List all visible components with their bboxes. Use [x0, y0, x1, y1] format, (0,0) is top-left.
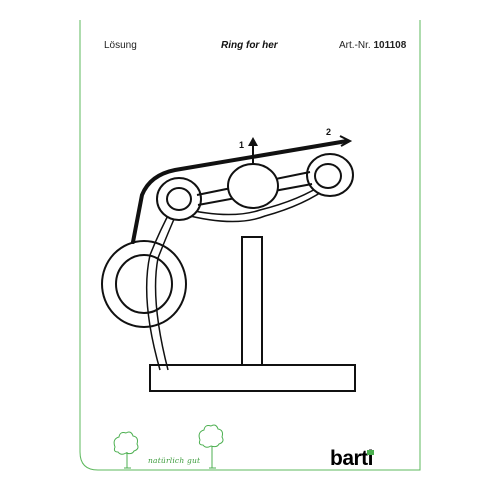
slogan: natürlich gut — [148, 456, 201, 465]
arrow-label-1: 1 — [239, 140, 244, 150]
string-right-inner — [181, 185, 331, 223]
arrow-1-icon — [248, 137, 258, 146]
string-left-outer — [145, 207, 173, 371]
article-prefix: Art.-Nr. — [339, 40, 371, 51]
tree-left-icon — [113, 431, 139, 469]
large-ring-outer — [101, 240, 187, 328]
string-right-outer — [179, 182, 326, 216]
product-title: Ring for her — [221, 40, 278, 51]
base-plate — [149, 364, 356, 392]
small-ring-right-inner — [314, 163, 342, 189]
article-number-value: 101108 — [373, 40, 407, 51]
brand-accent-icon — [367, 450, 374, 455]
small-ring-left-outer — [156, 177, 202, 221]
small-ring-left-inner — [166, 187, 192, 211]
bent-wire — [131, 139, 349, 244]
arrow-2-icon — [339, 135, 353, 147]
arrow-label-2: 2 — [326, 127, 331, 137]
string-left-inner — [154, 209, 179, 371]
solution-label: Lösung — [104, 40, 137, 51]
article-number: Art.-Nr. 101108 — [339, 40, 406, 52]
large-ring-inner — [115, 254, 173, 314]
vertical-post — [241, 236, 263, 366]
brand-logo: barti — [330, 447, 374, 470]
tree-right-icon — [198, 424, 224, 469]
